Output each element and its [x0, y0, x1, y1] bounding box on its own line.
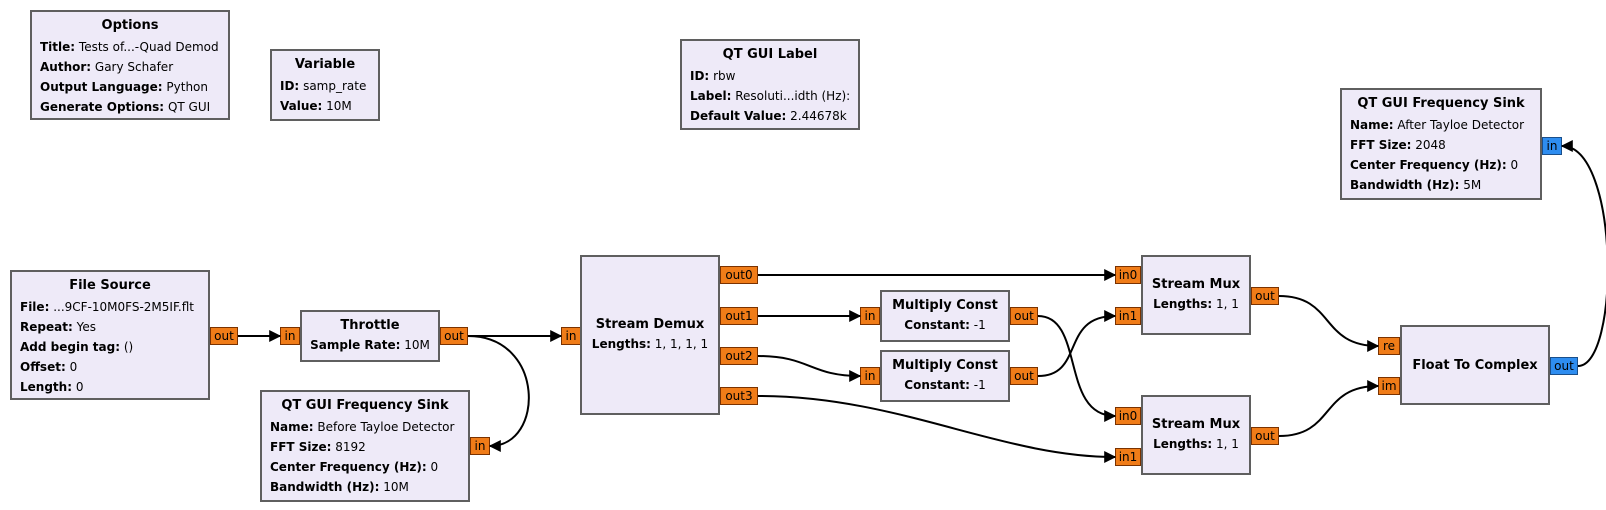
- param-fft-size: FFT Size: 8192: [270, 440, 366, 454]
- float-to-complex-block[interactable]: Float To Complex: [1400, 325, 1550, 405]
- stream-demux-block[interactable]: Stream Demux Lengths: 1, 1, 1, 1: [580, 255, 720, 415]
- stream-demux-out2-port[interactable]: out2: [720, 347, 758, 365]
- file-source-out-port[interactable]: out: [210, 327, 238, 345]
- qt-gui-label-block[interactable]: QT GUI Label ID: rbw Label: Resoluti...i…: [680, 39, 860, 130]
- stream-demux-in-port[interactable]: in: [561, 327, 581, 345]
- block-title: QT GUI Frequency Sink: [1357, 96, 1525, 111]
- stream-mux-2-out-port[interactable]: out: [1251, 427, 1279, 445]
- param-fft-size: FFT Size: 2048: [1350, 138, 1446, 152]
- param-add-begin-tag: Add begin tag: (): [20, 340, 134, 354]
- param-generate-options: Generate Options: QT GUI: [40, 100, 211, 114]
- stream-mux-1-block[interactable]: Stream Mux Lengths: 1, 1: [1141, 255, 1251, 335]
- param-lengths: Lengths: 1, 1: [1153, 436, 1239, 451]
- param-id: ID: rbw: [690, 69, 736, 83]
- param-file: File: ...9CF-10M0FS-2M5IF.flt: [20, 300, 195, 314]
- stream-mux-1-in0-port[interactable]: in0: [1115, 266, 1141, 284]
- multiply-const-2-block[interactable]: Multiply Const Constant: -1: [880, 350, 1010, 402]
- freq-sink-after-in-port[interactable]: in: [1542, 137, 1562, 155]
- multiply-const-1-in-port[interactable]: in: [860, 307, 880, 325]
- param-title: Title: Tests of...-Quad Demod: [40, 40, 219, 54]
- freq-sink-after-block[interactable]: QT GUI Frequency Sink Name: After Tayloe…: [1340, 88, 1542, 200]
- multiply-const-2-in-port[interactable]: in: [860, 367, 880, 385]
- block-title: Throttle: [340, 317, 400, 333]
- param-name: Name: After Tayloe Detector: [1350, 118, 1525, 132]
- stream-mux-2-in0-port[interactable]: in0: [1115, 407, 1141, 425]
- wire-mux2-to-ftc-im[interactable]: [1278, 380, 1380, 437]
- stream-demux-out3-port[interactable]: out3: [720, 387, 758, 405]
- throttle-in-port[interactable]: in: [280, 327, 300, 345]
- param-bandwidth: Bandwidth (Hz): 10M: [270, 480, 409, 494]
- throttle-out-port[interactable]: out: [440, 327, 468, 345]
- block-title: Stream Mux: [1151, 416, 1241, 432]
- param-center-frequency: Center Frequency (Hz): 0: [270, 460, 439, 474]
- block-title: QT GUI Frequency Sink: [281, 398, 449, 413]
- freq-sink-before-block[interactable]: QT GUI Frequency Sink Name: Before Taylo…: [260, 390, 470, 502]
- stream-demux-out0-port[interactable]: out0: [720, 266, 758, 284]
- multiply-const-1-block[interactable]: Multiply Const Constant: -1: [880, 290, 1010, 342]
- block-title: Stream Demux: [595, 316, 705, 332]
- param-center-frequency: Center Frequency (Hz): 0: [1350, 158, 1519, 172]
- param-name: Name: Before Tayloe Detector: [270, 420, 455, 434]
- stream-mux-1-in1-port[interactable]: in1: [1115, 307, 1141, 325]
- float-to-complex-out-port[interactable]: out: [1550, 357, 1578, 375]
- block-title: QT GUI Label: [722, 47, 818, 62]
- param-constant: Constant: -1: [904, 317, 986, 332]
- multiply-const-2-out-port[interactable]: out: [1010, 367, 1038, 385]
- param-sample-rate: Sample Rate: 10M: [310, 337, 430, 352]
- wire-demux-out3-to-mux2-in1[interactable]: [757, 395, 1117, 463]
- param-output-language: Output Language: Python: [40, 80, 209, 94]
- options-block[interactable]: Options Title: Tests of...-Quad Demod Au…: [30, 10, 230, 120]
- multiply-const-1-out-port[interactable]: out: [1010, 307, 1038, 325]
- throttle-block[interactable]: Throttle Sample Rate: 10M: [300, 310, 440, 362]
- wire-throttle-to-freqsink-before[interactable]: [467, 335, 530, 452]
- param-lengths: Lengths: 1, 1: [1153, 296, 1239, 311]
- stream-mux-2-block[interactable]: Stream Mux Lengths: 1, 1: [1141, 395, 1251, 475]
- wire-demux-out2-to-mult2[interactable]: [757, 355, 862, 382]
- param-offset: Offset: 0: [20, 360, 78, 374]
- file-source-block[interactable]: File Source File: ...9CF-10M0FS-2M5IF.fl…: [10, 270, 210, 400]
- float-to-complex-re-port[interactable]: re: [1378, 337, 1400, 355]
- float-to-complex-im-port[interactable]: im: [1378, 377, 1400, 395]
- wire-mult2-to-mux1-in1[interactable]: [1037, 310, 1117, 377]
- param-value: Value: 10M: [280, 99, 352, 113]
- block-title: Float To Complex: [1412, 357, 1538, 373]
- wire-mult1-to-mux2-in0[interactable]: [1037, 315, 1117, 422]
- block-title: Multiply Const: [892, 297, 998, 313]
- stream-mux-1-out-port[interactable]: out: [1251, 287, 1279, 305]
- param-repeat: Repeat: Yes: [20, 320, 96, 334]
- param-author: Author: Gary Schafer: [40, 60, 174, 74]
- param-bandwidth: Bandwidth (Hz): 5M: [1350, 178, 1482, 192]
- block-title: File Source: [69, 278, 151, 293]
- stream-mux-2-in1-port[interactable]: in1: [1115, 448, 1141, 466]
- variable-block[interactable]: Variable ID: samp_rate Value: 10M: [270, 49, 380, 121]
- freq-sink-before-in-port[interactable]: in: [470, 437, 490, 455]
- param-length: Length: 0: [20, 380, 84, 394]
- block-title: Options: [101, 18, 159, 33]
- block-title: Stream Mux: [1151, 276, 1241, 292]
- param-default-value: Default Value: 2.44678k: [690, 109, 847, 123]
- param-constant: Constant: -1: [904, 377, 986, 392]
- wire-ftc-to-freqsink-after[interactable]: [1560, 140, 1606, 367]
- block-title: Multiply Const: [892, 357, 998, 373]
- stream-demux-out1-port[interactable]: out1: [720, 307, 758, 325]
- param-id: ID: samp_rate: [280, 79, 367, 93]
- wire-mux1-to-ftc-re[interactable]: [1278, 295, 1380, 352]
- param-label: Label: Resoluti...idth (Hz):: [690, 89, 851, 103]
- block-title: Variable: [294, 57, 356, 72]
- param-lengths: Lengths: 1, 1, 1, 1: [591, 336, 709, 351]
